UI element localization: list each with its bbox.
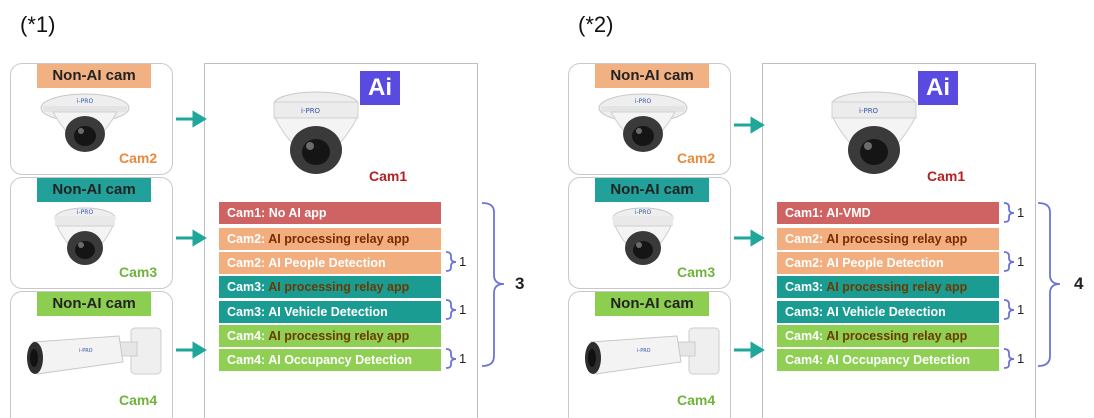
count-label: 1 bbox=[459, 351, 467, 366]
cam2-card: Non-AI cam i-PRO Cam2 bbox=[10, 63, 173, 175]
non-ai-cam-tag: Non-AI cam bbox=[37, 64, 151, 88]
cam2-card: Non-AI cam i-PRO Cam2 bbox=[568, 63, 731, 175]
total-brace bbox=[1037, 202, 1061, 367]
panel-1: (*1) Non-AI cam i-PRO Cam2 Non-AI cam i-… bbox=[10, 12, 525, 418]
brand-logo: i-PRO bbox=[77, 98, 94, 105]
brand-logo: i-PRO bbox=[79, 348, 93, 354]
dome-camera-icon: i-PRO bbox=[40, 93, 130, 152]
brand-logo: i-PRO bbox=[635, 98, 652, 105]
app-bar: Cam3: AI processing relay app bbox=[219, 276, 441, 298]
ai-dome-camera-icon: i-PRO bbox=[831, 91, 917, 174]
brand-logo: i-PRO bbox=[635, 209, 652, 216]
connectors bbox=[734, 116, 1061, 369]
panel-label: (*2) bbox=[578, 12, 614, 37]
cam-name: Cam2 bbox=[677, 150, 716, 166]
cam-name: Cam2 bbox=[119, 150, 158, 166]
app-bar: Cam3: AI Vehicle Detection bbox=[219, 301, 441, 323]
app-bar: Cam1: AI-VMD bbox=[777, 202, 999, 224]
cam-name: Cam4 bbox=[677, 392, 716, 408]
app-bar: Cam2: AI People Detection bbox=[219, 252, 441, 274]
panel-label: (*1) bbox=[20, 12, 56, 37]
ai-badge: Ai bbox=[918, 71, 958, 105]
total-count: 3 bbox=[515, 274, 525, 293]
count-label: 1 bbox=[459, 254, 467, 269]
bullet-camera-icon: i-PRO bbox=[27, 327, 162, 375]
non-ai-cam-tag: Non-AI cam bbox=[595, 178, 709, 202]
app-bar: Cam4: AI Occupancy Detection bbox=[219, 349, 441, 371]
cam4-card: Non-AI cam i-PRO Cam4 bbox=[10, 291, 173, 418]
count-label: 1 bbox=[1017, 351, 1025, 366]
small-brace bbox=[1003, 348, 1015, 369]
count-label: 1 bbox=[1017, 205, 1025, 220]
dome-camera-icon: i-PRO bbox=[54, 207, 116, 265]
cam-name: Cam3 bbox=[119, 264, 158, 280]
arrow-head bbox=[750, 229, 765, 247]
app-bar: Cam2: AI processing relay app bbox=[219, 228, 441, 250]
small-brace bbox=[445, 299, 457, 320]
arrow-head bbox=[192, 110, 207, 128]
cam-name: Cam1 bbox=[927, 168, 966, 184]
non-ai-cam-tag: Non-AI cam bbox=[37, 292, 151, 316]
bullet-camera-icon: i-PRO bbox=[585, 327, 720, 375]
app-bar: Cam4: AI processing relay app bbox=[219, 325, 441, 347]
small-brace bbox=[445, 251, 457, 272]
small-brace bbox=[1003, 299, 1015, 320]
cam4-card: Non-AI cam i-PRO Cam4 bbox=[568, 291, 731, 418]
app-bar: Cam4: AI Occupancy Detection bbox=[777, 349, 999, 371]
dome-camera-icon: i-PRO bbox=[598, 93, 688, 152]
arrow-head bbox=[750, 341, 765, 359]
brand-logo: i-PRO bbox=[77, 209, 94, 216]
total-brace bbox=[481, 202, 505, 367]
app-bar: Cam3: AI processing relay app bbox=[777, 276, 999, 298]
arrow-head bbox=[750, 116, 765, 134]
cam-name: Cam3 bbox=[677, 264, 716, 280]
brand-logo: i-PRO bbox=[301, 107, 321, 115]
app-bar: Cam1: No AI app bbox=[219, 202, 441, 224]
ai-camera-card: Ai i-PRO Cam1 Cam1: No AI app Cam2: AI p… bbox=[204, 63, 478, 418]
ai-badge: Ai bbox=[360, 71, 400, 105]
app-bar: Cam2: AI People Detection bbox=[777, 252, 999, 274]
small-brace bbox=[445, 348, 457, 369]
ai-dome-camera-icon: i-PRO bbox=[273, 91, 359, 174]
app-bar: Cam2: AI processing relay app bbox=[777, 228, 999, 250]
small-brace bbox=[1003, 251, 1015, 272]
count-label: 1 bbox=[1017, 254, 1025, 269]
cam3-card: Non-AI cam i-PRO Cam3 bbox=[10, 177, 173, 289]
ai-camera-card: Ai i-PRO Cam1 Cam1: AI-VMD Cam2: AI proc… bbox=[762, 63, 1036, 418]
non-ai-cam-tag: Non-AI cam bbox=[37, 178, 151, 202]
cam-name: Cam1 bbox=[369, 168, 408, 184]
panel-2: (*2) Non-AI cam i-PRO Cam2 Non-AI cam i-… bbox=[558, 0, 1094, 418]
arrow-head bbox=[192, 341, 207, 359]
app-bar: Cam3: AI Vehicle Detection bbox=[777, 301, 999, 323]
total-count: 4 bbox=[1074, 274, 1084, 293]
non-ai-cam-tag: Non-AI cam bbox=[595, 292, 709, 316]
brand-logo: i-PRO bbox=[637, 348, 651, 354]
count-label: 1 bbox=[1017, 302, 1025, 317]
app-bar: Cam4: AI processing relay app bbox=[777, 325, 999, 347]
brand-logo: i-PRO bbox=[859, 107, 879, 115]
count-label: 1 bbox=[459, 302, 467, 317]
non-ai-cam-tag: Non-AI cam bbox=[595, 64, 709, 88]
connectors bbox=[176, 110, 505, 369]
arrow-head bbox=[192, 229, 207, 247]
cam3-card: Non-AI cam i-PRO Cam3 bbox=[568, 177, 731, 289]
cam-name: Cam4 bbox=[119, 392, 158, 408]
dome-camera-icon: i-PRO bbox=[612, 207, 674, 265]
small-brace bbox=[1003, 202, 1015, 223]
